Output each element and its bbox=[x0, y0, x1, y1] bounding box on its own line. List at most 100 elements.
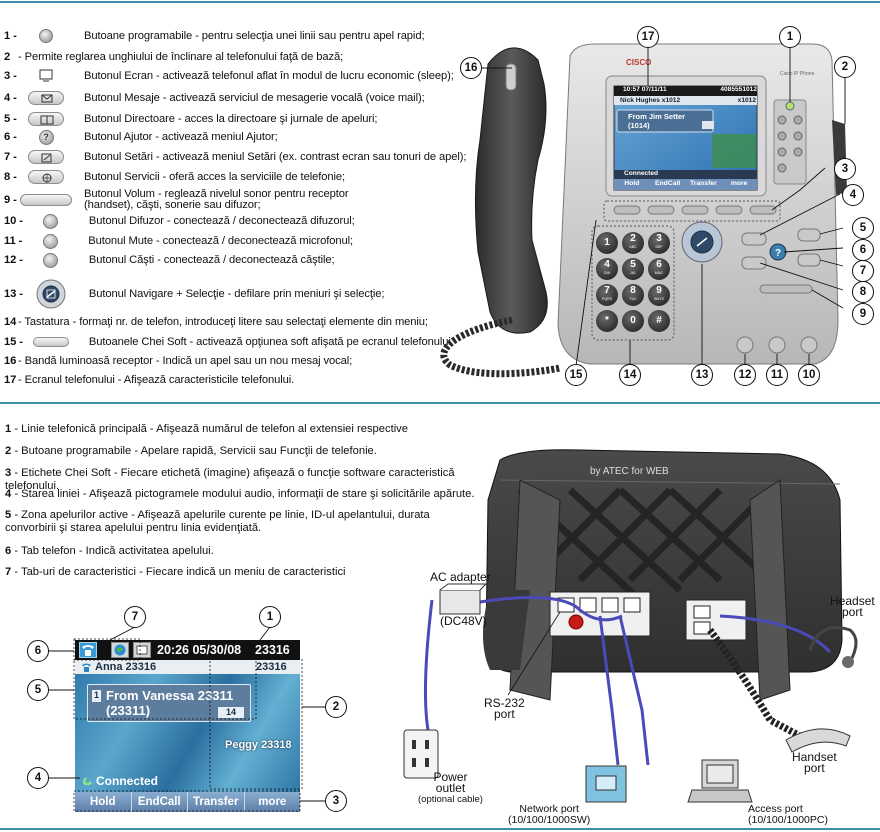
line-status: Connected bbox=[81, 774, 158, 788]
softkey-button-icon bbox=[23, 337, 79, 347]
screen-legend-item-4: 4 - Starea liniei - Afişează pictogramel… bbox=[5, 488, 475, 500]
legend-item-17: 17 - Ecranul telefonului - Afişează cara… bbox=[4, 374, 295, 386]
softkey-hold[interactable]: Hold bbox=[75, 792, 132, 812]
help-button-icon: ? bbox=[18, 129, 74, 145]
middle-divider bbox=[0, 402, 880, 404]
feature-tab-2[interactable] bbox=[133, 642, 151, 658]
back-drawing bbox=[403, 449, 858, 803]
callout-6: 6 bbox=[852, 239, 874, 261]
softkey-endcall[interactable]: EndCall bbox=[132, 792, 188, 812]
phone-icon bbox=[82, 663, 91, 672]
screen-time: 20:26 05/30/08 bbox=[157, 643, 242, 657]
phone-screen-detail: 20:26 05/30/08 23316 Anna 23316 23316 1 … bbox=[75, 640, 300, 812]
callout-16: 16 bbox=[460, 57, 482, 79]
svg-text:?: ? bbox=[775, 248, 781, 259]
mute-button-icon bbox=[22, 233, 78, 249]
navigation-button-icon bbox=[23, 279, 79, 309]
legend-item-3: 3 - Butonul Ecran - activează telefonul … bbox=[4, 69, 454, 83]
callout-7: 7 bbox=[852, 260, 874, 282]
legend-item-10: 10 - Butonul Difuzor - conectează / deco… bbox=[4, 213, 355, 229]
legend-item-1: 1 - Butoane programabile - pentru selecţ… bbox=[4, 29, 425, 43]
legend-item-12: 12 - Butonul Căşti - conectează / decone… bbox=[4, 252, 335, 268]
model-label: Cisco IP Phone bbox=[780, 71, 815, 77]
legend-item-9: 9 - Butonul Volum - reglează nivelul son… bbox=[4, 188, 349, 211]
legend-item-6: 6 - ? Butonul Ajutor - activează meniul … bbox=[4, 129, 278, 145]
screen-legend-item-5: 5 - Zona apelurilor active - Afişează ap… bbox=[5, 509, 430, 534]
screen-callout-4: 4 bbox=[27, 767, 49, 789]
screen-legend-item-3: 3 - Etichete Chei Soft - Fiecare etichet… bbox=[5, 467, 455, 492]
phone-tab[interactable] bbox=[79, 642, 97, 658]
call-index: 1 bbox=[92, 690, 101, 702]
line-button-icon bbox=[18, 29, 74, 43]
bottom-divider bbox=[0, 828, 880, 830]
line-button-1[interactable]: 23316 bbox=[256, 661, 287, 673]
ac-model-label: (DC48V) bbox=[440, 614, 487, 628]
legend-item-4: 4 - Butonul Mesaje - activează serviciul… bbox=[4, 91, 425, 105]
key-hash[interactable]: # bbox=[648, 310, 670, 332]
ac-adapter-label: AC adapter bbox=[430, 570, 491, 584]
softkey-more[interactable]: more bbox=[258, 796, 287, 808]
line-button-2[interactable]: Peggy 23318 bbox=[225, 739, 292, 751]
front-screen-line: Nick Hughes x1012 x1012 bbox=[620, 97, 756, 104]
top-divider bbox=[0, 1, 880, 3]
legend-item-13: 13 - Butonul Navigare + Selecţie - defil… bbox=[4, 279, 384, 309]
front-screen-header: 10:57 07/11/11 4085551012 bbox=[623, 86, 757, 93]
line-bar bbox=[75, 660, 300, 674]
services-button-icon bbox=[18, 170, 74, 184]
primary-line[interactable]: Anna 23316 bbox=[81, 661, 156, 673]
screen-legend-item-2: 2 - Butoane programabile - Apelare rapid… bbox=[5, 445, 377, 457]
legend-item-8: 8 - Butonul Servicii - oferă acces la se… bbox=[4, 170, 345, 184]
display-button-icon bbox=[18, 69, 74, 83]
screen-callout-6: 6 bbox=[27, 640, 49, 662]
screen-number: 23316 bbox=[255, 643, 290, 657]
softkey-transfer[interactable]: Transfer bbox=[188, 792, 245, 812]
globe-icon bbox=[114, 644, 126, 656]
callout-4: 4 bbox=[842, 184, 864, 206]
key-star[interactable]: * bbox=[596, 310, 618, 332]
active-call[interactable]: 1 From Vanessa 23311 (23311) 14 bbox=[87, 684, 251, 722]
callout-8: 8 bbox=[852, 281, 874, 303]
legend-item-15: 15 - Butoanele Chei Soft - activează opţ… bbox=[4, 336, 454, 348]
call-info: From Vanessa 23311 (23311) bbox=[106, 688, 234, 718]
front-screen-status: Connected bbox=[624, 170, 659, 177]
callout-3: 3 bbox=[834, 158, 856, 180]
screen-body: Anna 23316 23316 1 From Vanessa 23311 (2… bbox=[75, 660, 300, 792]
call-duration: 14 bbox=[218, 707, 244, 718]
screen-legend-item-7: 7 - Tab-uri de caracteristici - Fiecare … bbox=[5, 566, 346, 578]
callout-10: 10 bbox=[798, 364, 820, 386]
screen-header-bar: 20:26 05/30/08 23316 bbox=[75, 640, 300, 660]
directory-icon bbox=[136, 645, 148, 655]
callout-15: 15 bbox=[565, 364, 587, 386]
screen-callout-1: 1 bbox=[259, 606, 281, 628]
network-port-label: Network port(10/100/1000SW) bbox=[508, 803, 591, 826]
screen-callout-3: 3 bbox=[325, 790, 347, 812]
feature-tab-1[interactable] bbox=[111, 642, 129, 658]
messages-button-icon bbox=[18, 91, 74, 105]
callout-9: 9 bbox=[852, 303, 874, 325]
callout-17: 17 bbox=[637, 26, 659, 48]
key-0[interactable]: 0 bbox=[622, 310, 644, 332]
headset-button-icon bbox=[23, 252, 79, 268]
callout-5: 5 bbox=[852, 217, 874, 239]
key-1[interactable]: 1 bbox=[596, 232, 618, 254]
callout-11: 11 bbox=[766, 364, 788, 386]
screen-legend-item-1: 1 - Linie telefonică principală - Afişea… bbox=[5, 423, 408, 435]
screen-callout-2: 2 bbox=[325, 696, 347, 718]
callout-2: 2 bbox=[834, 56, 856, 78]
legend-item-7: 7 - Butonul Setări - activează meniul Se… bbox=[4, 150, 467, 164]
handset-icon bbox=[82, 777, 92, 786]
softkey-bar: Hold EndCall Transfer more bbox=[75, 792, 300, 812]
speaker-button-icon bbox=[23, 213, 79, 229]
screen-callout-lines bbox=[48, 626, 325, 812]
